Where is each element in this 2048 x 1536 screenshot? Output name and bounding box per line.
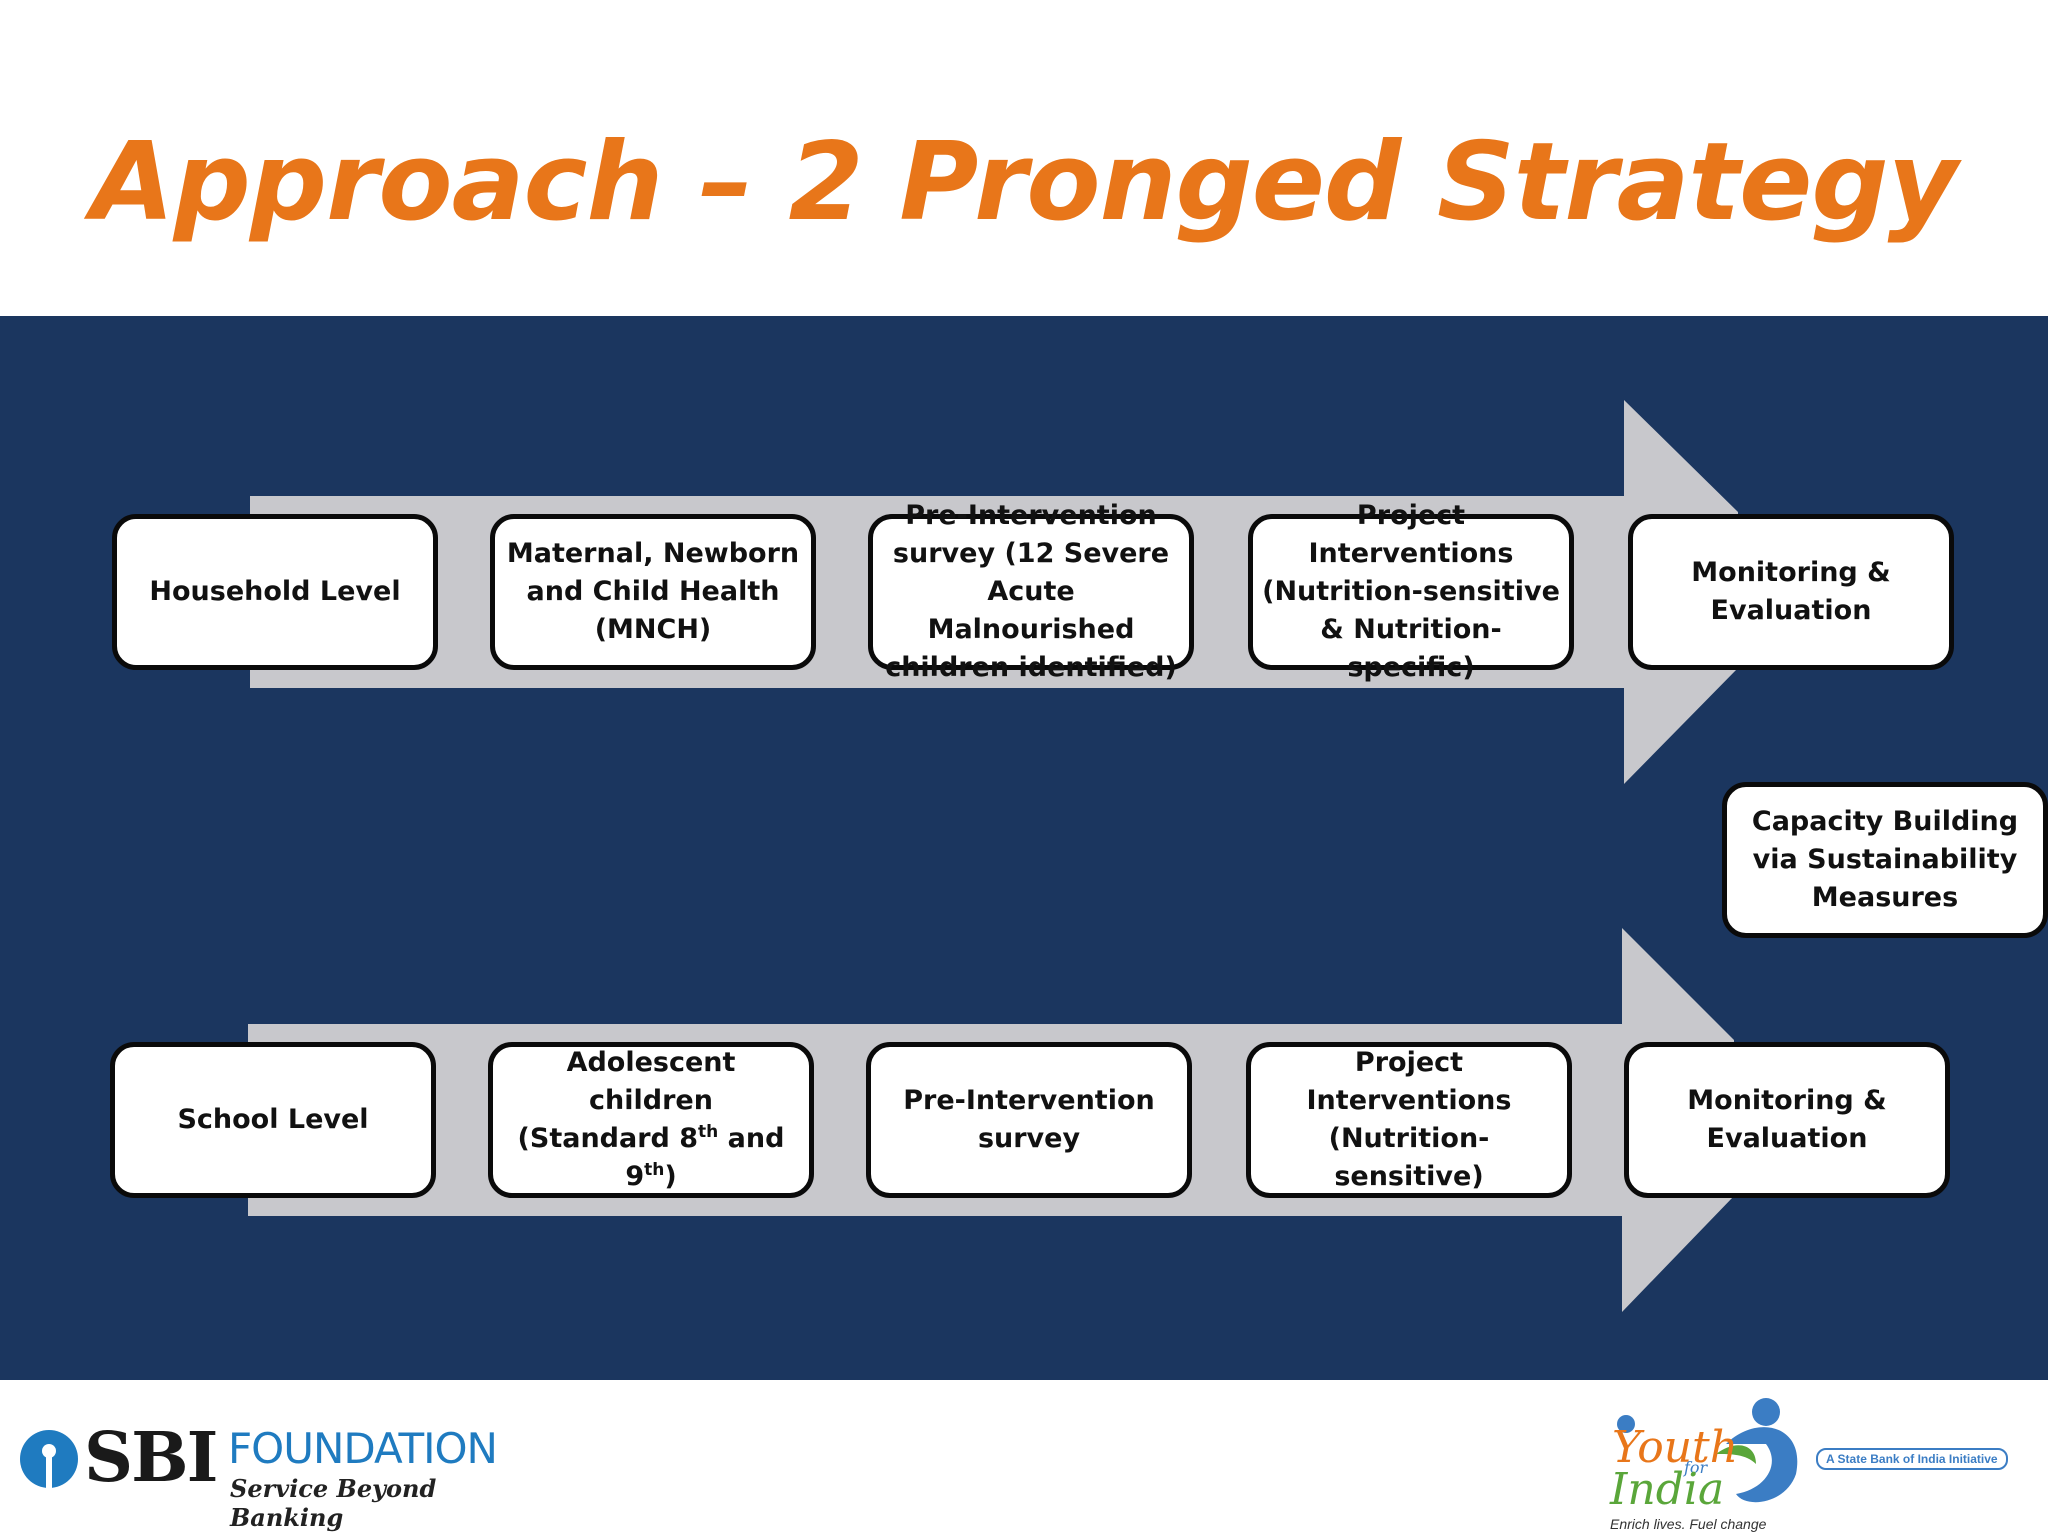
box-text: 9 <box>625 1161 645 1192</box>
box-text: Household Level <box>149 576 401 607</box>
box-text: and <box>718 1123 785 1154</box>
sbi-keyhole-icon <box>20 1430 78 1488</box>
sbi-foundation-text: FOUNDATION <box>228 1424 498 1473</box>
box-text: School Level <box>177 1104 369 1135</box>
sbi-wordmark: SBI <box>84 1418 218 1498</box>
box-mnch: Maternal, Newborn and Child Health (MNCH… <box>490 514 816 670</box>
slide-title: Approach – 2 Pronged Strategy <box>90 120 1958 245</box>
box-text: Evaluation <box>1710 595 1872 626</box>
box-monitoring-school: Monitoring & Evaluation <box>1624 1042 1950 1198</box>
box-text: Adolescent children <box>566 1047 736 1116</box>
box-text: via Sustainability <box>1752 844 2018 875</box>
box-text: & Nutrition-specific) <box>1320 614 1502 683</box>
box-text: Evaluation <box>1706 1123 1868 1154</box>
sbi-initiative-badge: A State Bank of India Initiative <box>1816 1448 2008 1470</box>
box-text: Interventions <box>1306 1085 1512 1116</box>
sbi-tagline: Service Beyond Banking <box>230 1474 437 1532</box>
box-text: Project <box>1356 500 1466 531</box>
youth-figure-icon <box>1617 1398 1798 1503</box>
box-text: Pre-Intervention <box>903 1085 1155 1116</box>
yfi-india-text: India <box>1610 1464 1725 1515</box>
yfi-tagline: Enrich lives. Fuel change <box>1610 1516 1767 1532</box>
box-text: Maternal, Newborn <box>506 538 800 569</box>
box-text: Monitoring & <box>1691 557 1891 588</box>
box-text: Interventions <box>1308 538 1514 569</box>
box-text: Pre-Intervention <box>905 500 1157 531</box>
box-text: Monitoring & <box>1687 1085 1887 1116</box>
box-text: (Standard 8 <box>517 1123 699 1154</box>
yfi-for-text: for <box>1684 1458 1708 1477</box>
superscript: th <box>698 1122 719 1142</box>
box-text-line: 9th) <box>501 1158 801 1196</box>
box-text: Capacity Building <box>1751 806 2019 837</box>
yfi-youth-text: Youth <box>1612 1422 1739 1473</box>
youth-for-india-logo: Youth for India Enrich lives. Fuel chang… <box>1606 1384 2036 1534</box>
box-text: survey <box>977 1123 1081 1154</box>
box-pre-intervention-household: Pre-Intervention survey (12 Severe Acute… <box>868 500 1194 683</box>
box-text: ) <box>664 1161 677 1192</box>
box-project-interventions-school: Project Interventions (Nutrition-sensiti… <box>1246 1042 1572 1198</box>
box-text: Measures <box>1811 882 1959 913</box>
box-pre-intervention-school: Pre-Intervention survey <box>866 1042 1192 1198</box>
box-text: and Child Health <box>526 576 780 607</box>
box-text: (Nutrition-sensitive <box>1262 576 1560 607</box>
sbi-foundation-logo: SBI FOUNDATION Service Beyond Banking <box>20 1418 540 1532</box>
box-text-line: (Standard 8th and <box>501 1120 801 1158</box>
footer: SBI FOUNDATION Service Beyond Banking Yo… <box>0 1380 2048 1536</box>
box-text: survey (12 Severe <box>892 538 1170 569</box>
box-text: children identified) <box>885 652 1177 683</box>
box-text: (MNCH) <box>594 614 712 645</box>
box-school-level: School Level <box>110 1042 436 1198</box>
box-text: (Nutrition-sensitive) <box>1328 1123 1490 1192</box>
superscript: th <box>644 1160 665 1180</box>
box-project-interventions-household: Project Interventions (Nutrition-sensiti… <box>1248 500 1574 683</box>
box-text: Project <box>1354 1047 1464 1078</box>
box-capacity-building: Capacity Building via Sustainability Mea… <box>1722 782 2048 938</box>
box-text: Acute Malnourished <box>927 576 1135 645</box>
box-adolescent-children: Adolescent children (Standard 8th and 9t… <box>488 1042 814 1198</box>
box-household-level: Household Level <box>112 514 438 670</box>
box-monitoring-household: Monitoring & Evaluation <box>1628 514 1954 670</box>
strategy-panel: Household Level Maternal, Newborn and Ch… <box>0 316 2048 1380</box>
